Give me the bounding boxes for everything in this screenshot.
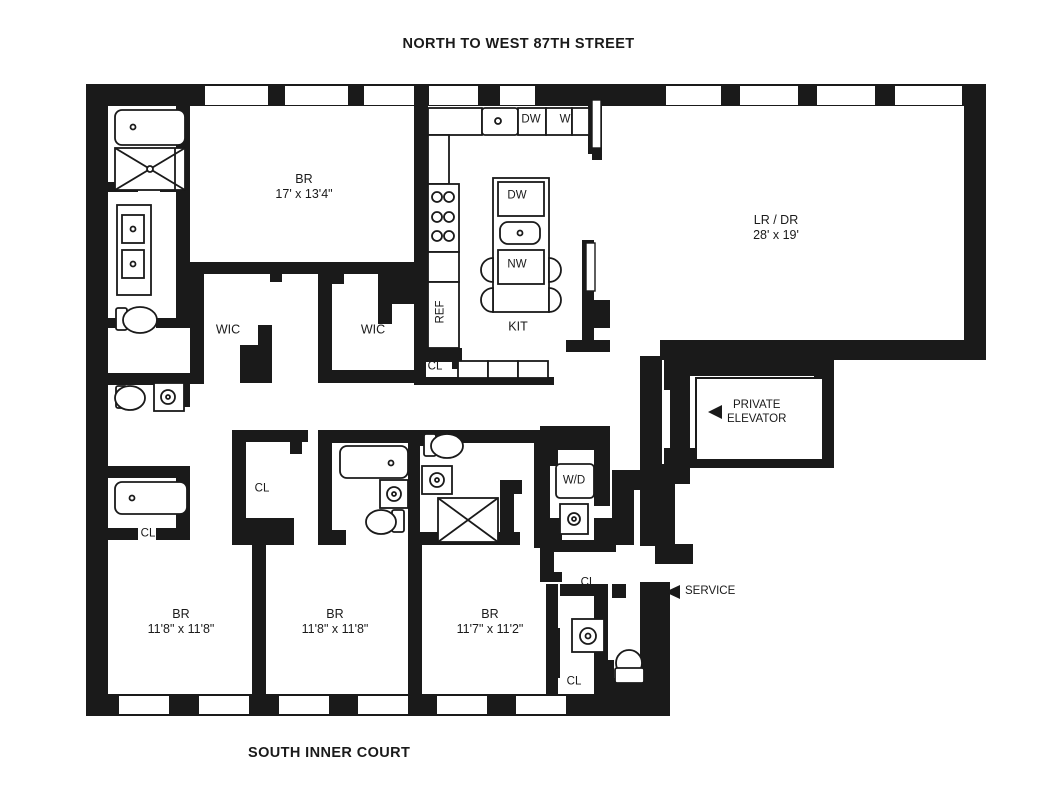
stool: [480, 287, 494, 313]
stool: [548, 287, 562, 313]
bathtub-master: [114, 109, 186, 146]
toilet-mid2-bowl: [430, 433, 464, 459]
private-elevator-box: [695, 377, 824, 461]
island-dishwasher: [497, 181, 545, 217]
toilet-hall-bowl: [114, 385, 146, 411]
service-arrow-icon: [665, 585, 680, 599]
stool: [548, 257, 562, 283]
south-court-caption: SOUTH INNER COURT: [248, 745, 411, 761]
washer-wall: [545, 107, 573, 136]
dishwasher-wall: [517, 107, 547, 136]
stool: [480, 257, 494, 283]
sink-hall: [153, 382, 185, 412]
bathtub-west: [114, 481, 188, 515]
service-entry-label: SERVICE: [685, 585, 736, 597]
south-windows: [119, 696, 566, 714]
washer-dryer: [555, 463, 595, 499]
island-nw: [497, 249, 545, 285]
elevator-line-1: PRIVATE: [732, 399, 781, 411]
north-street-caption: NORTH TO WEST 87TH STREET: [402, 36, 635, 52]
toilet-mid-bowl: [365, 509, 397, 535]
refrigerator: [427, 281, 460, 349]
bathtub-mid: [339, 445, 409, 479]
elevator-line-2: ELEVATOR: [727, 413, 787, 425]
toilet-master-bowl: [122, 306, 158, 334]
fixtures: [114, 99, 645, 684]
counter-run: [427, 107, 483, 136]
private-elevator-label: PRIVATE ELEVATOR: [727, 398, 786, 426]
elevator-arrow-icon: [708, 405, 722, 419]
north-windows: [205, 86, 962, 105]
